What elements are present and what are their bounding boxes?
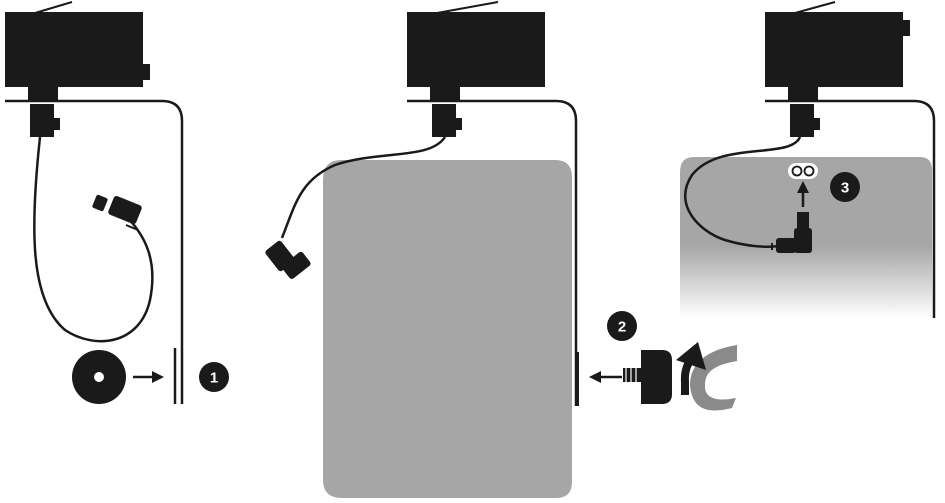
step-2-badge: 2 [607,311,637,341]
cable-plug-connector [265,240,311,279]
washer-icon [72,350,126,404]
cable-plug-connector [92,194,142,231]
mounting-bracket [5,99,184,404]
mounting-bracket [407,99,578,406]
panel-step-3: 3 [680,1,936,318]
step-3-badge: 3 [830,172,860,202]
step-1-badge: 1 [199,362,229,392]
cable-plug-connector [771,212,812,253]
step-3-number: 3 [841,180,849,197]
power-adapter-unit [407,1,545,137]
arrow-up-icon [797,181,809,207]
device-panel [323,160,572,498]
step-2-number: 2 [618,319,626,336]
power-cable [280,136,447,239]
step-1-number: 1 [210,370,218,387]
panel-step-1: 1 [5,1,229,404]
power-cable [33,136,154,343]
power-socket-icon [788,163,818,179]
panel-step-2: 2 [265,1,737,498]
power-cable [684,136,802,248]
arrow-left-icon [589,371,622,383]
mounting-bracket [765,99,936,318]
thumbscrew-icon [623,350,672,404]
rotate-arrow-icon [676,342,737,411]
power-adapter-unit [5,1,150,137]
power-adapter-unit [765,1,910,137]
arrow-right-icon [133,371,164,383]
